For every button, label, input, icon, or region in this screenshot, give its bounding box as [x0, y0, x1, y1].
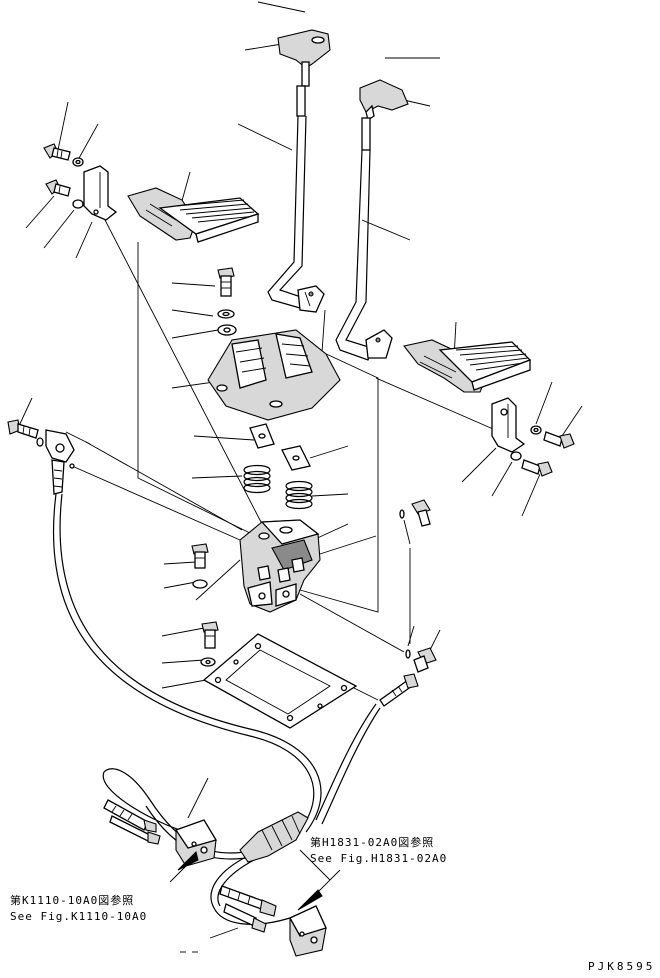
reference-note-1-en: See Fig.H1831-02A0 — [310, 852, 448, 865]
lower-left-valve-block — [103, 799, 217, 867]
left-pedal-mount-hardware — [43, 143, 118, 221]
right-lever — [335, 79, 409, 361]
boot-mount-hardware — [217, 267, 237, 336]
gasket-plate — [202, 633, 358, 729]
valve-mount-hardware — [191, 543, 219, 667]
reference-note-1-jp: 第H1831-02A0図参照 — [310, 836, 435, 849]
left-pedal — [127, 187, 260, 243]
left-lever — [267, 29, 331, 313]
reference-arrows — [169, 849, 341, 953]
right-pedal — [403, 339, 532, 393]
reference-note-2-jp: 第K1110-10A0図参照 — [10, 894, 135, 907]
callout-leader-lines — [17, 1, 583, 939]
ppc-valve — [239, 519, 321, 613]
rubber-boot — [207, 329, 341, 421]
drawing-code: PJK8595 — [588, 960, 656, 973]
reference-note-2-en: See Fig.K1110-10A0 — [10, 910, 148, 923]
springs-and-retainers — [243, 423, 313, 510]
left-rod-end — [7, 419, 75, 495]
right-pedal-mount-hardware — [491, 397, 575, 477]
right-fittings — [379, 499, 437, 707]
lower-right-valve-block — [219, 885, 327, 957]
